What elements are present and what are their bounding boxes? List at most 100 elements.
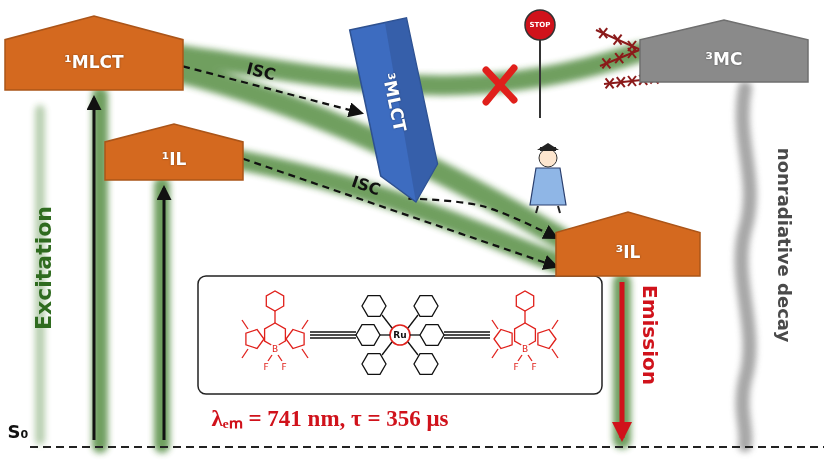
drawing-part — [614, 35, 622, 45]
stop-sign — [525, 10, 555, 118]
blocked-cross — [486, 68, 514, 102]
singlet-il-state: ¹IL — [105, 124, 243, 180]
drawing-part — [310, 337, 356, 338]
drawing-part — [492, 349, 498, 358]
ground-state-label: S₀ — [8, 423, 29, 441]
atom-label: F — [280, 363, 287, 372]
drawing-part — [515, 323, 536, 347]
drawing-part — [628, 76, 636, 86]
stop-text: STOP — [530, 22, 551, 29]
drawing-part — [524, 311, 525, 323]
drawing-part — [552, 320, 558, 329]
atom-label: Ru — [393, 331, 406, 340]
drawing-part — [530, 168, 566, 205]
drawing-part — [606, 78, 614, 88]
drawing-part — [628, 48, 636, 58]
drawing-part — [538, 330, 556, 349]
drawing-part — [617, 77, 625, 87]
drawing-part — [310, 331, 356, 332]
edge-label: ISC — [245, 61, 277, 84]
atom-label: F — [530, 363, 537, 372]
excitation-arrow — [93, 98, 96, 440]
scholar-figure — [530, 143, 566, 213]
drawing-part — [266, 291, 283, 311]
drawing-part — [414, 296, 438, 317]
drawing-part — [408, 342, 418, 355]
atom-label: F — [512, 363, 519, 372]
state-label: ³IL — [616, 242, 641, 262]
drawing-part — [602, 58, 610, 68]
molecule-inset — [198, 276, 602, 394]
state-label: ³MC — [706, 49, 743, 69]
drawing-part — [356, 325, 380, 346]
drawing-part — [302, 320, 308, 329]
drawing-part — [552, 349, 558, 358]
emission-arrow — [620, 282, 625, 438]
drawing-part — [599, 28, 607, 38]
drawing-part — [615, 53, 623, 63]
drawing-part — [525, 10, 555, 40]
drawing-part — [486, 68, 514, 102]
drawing-part — [382, 315, 392, 328]
drawing-part — [286, 330, 304, 349]
drawing-part — [362, 296, 386, 317]
drawing-part — [154, 185, 170, 445]
drawing-part — [390, 325, 410, 345]
drawing-part — [614, 35, 622, 45]
state-label: ¹MLCT — [64, 52, 123, 72]
emission-label: Emission — [640, 285, 660, 385]
drawing-part — [198, 276, 602, 394]
drawing-part — [302, 349, 308, 358]
drawing-part — [105, 124, 243, 180]
excitation-arrow — [163, 188, 166, 440]
ground-state-line — [30, 446, 824, 448]
drawing-part — [350, 18, 445, 208]
drawing-part — [444, 334, 490, 335]
drawing-part — [602, 58, 610, 68]
drawing-part — [380, 334, 390, 335]
drawing-part — [741, 88, 749, 445]
drawing-part — [628, 76, 636, 86]
drawing-part — [444, 337, 490, 338]
drawing-part — [558, 206, 560, 213]
atom-label: B — [271, 345, 279, 354]
drawing-part — [613, 282, 631, 440]
atom-label: B — [521, 345, 529, 354]
drawing-part — [278, 355, 282, 361]
drawing-part — [274, 311, 275, 323]
drawing-part — [518, 355, 522, 361]
drawing-part — [420, 325, 444, 346]
drawing-part — [539, 149, 557, 167]
nonradiative-label: nonradiative decay — [775, 148, 793, 342]
drawing-part — [556, 212, 700, 276]
drawing-part — [606, 78, 614, 88]
excitation-label: Excitation — [33, 206, 55, 330]
singlet-mlct-state: ¹MLCT — [5, 16, 183, 90]
state-label: ¹IL — [162, 149, 187, 169]
drawing-part — [516, 291, 533, 311]
triplet-mc-state: ³MC — [640, 20, 808, 82]
drawing-part — [5, 16, 183, 90]
drawing-part — [378, 18, 444, 202]
drawing-part — [265, 323, 286, 347]
drawing-part — [242, 320, 248, 329]
drawing-part — [528, 355, 532, 361]
drawing-part — [444, 331, 490, 332]
photophysics-values: λₑₘ = 741 nm, τ = 356 μs — [211, 407, 448, 430]
drawing-part — [537, 143, 559, 150]
drawing-part — [628, 48, 636, 58]
drawing-part — [615, 53, 623, 63]
isc-arrow — [408, 199, 556, 238]
green-bands — [40, 52, 750, 445]
drawing-part — [599, 28, 607, 38]
drawing-part — [242, 291, 558, 374]
drawing-part — [410, 334, 420, 335]
drawing-part — [242, 349, 248, 358]
drawing-part — [382, 342, 392, 355]
drawing-part — [536, 206, 538, 213]
drawing-part — [492, 320, 498, 329]
drawing-part — [268, 355, 272, 361]
drawing-part — [539, 38, 541, 118]
atom-label: F — [262, 363, 269, 372]
